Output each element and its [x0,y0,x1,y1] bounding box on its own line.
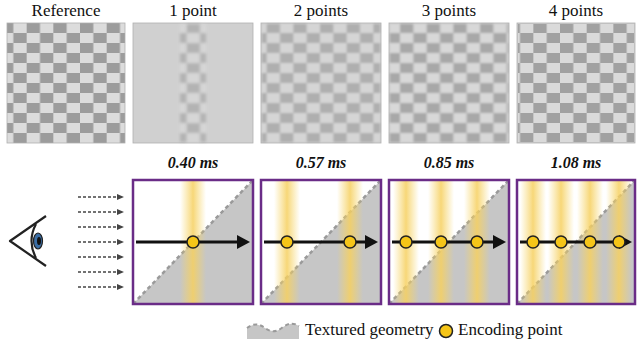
timing-label: 0.85 ms [389,153,509,173]
panel-title: 1 point [133,1,253,21]
panel-title: 4 points [517,1,635,21]
timing-box: 0.40 ms [133,153,253,173]
panel-heading-box: Reference [7,1,125,21]
timing-label: 1.08 ms [517,153,635,173]
timing-label: 0.57 ms [261,153,381,173]
panel-heading-box: 3 points [389,1,509,21]
panel-title: 2 points [261,1,381,21]
timing-box: 0.85 ms [389,153,509,173]
timing-label: 0.40 ms [133,153,253,173]
panel-heading-box: 4 points [517,1,635,21]
legend-label: Encoding point [458,320,562,340]
legend-label: Textured geometry [305,320,434,340]
panel-title: Reference [7,1,125,21]
panel-title: 3 points [389,1,509,21]
panel-heading-box: 2 points [261,1,381,21]
timing-box: 0.57 ms [261,153,381,173]
panel-heading-box: 1 point [133,1,253,21]
timing-box: 1.08 ms [517,153,635,173]
